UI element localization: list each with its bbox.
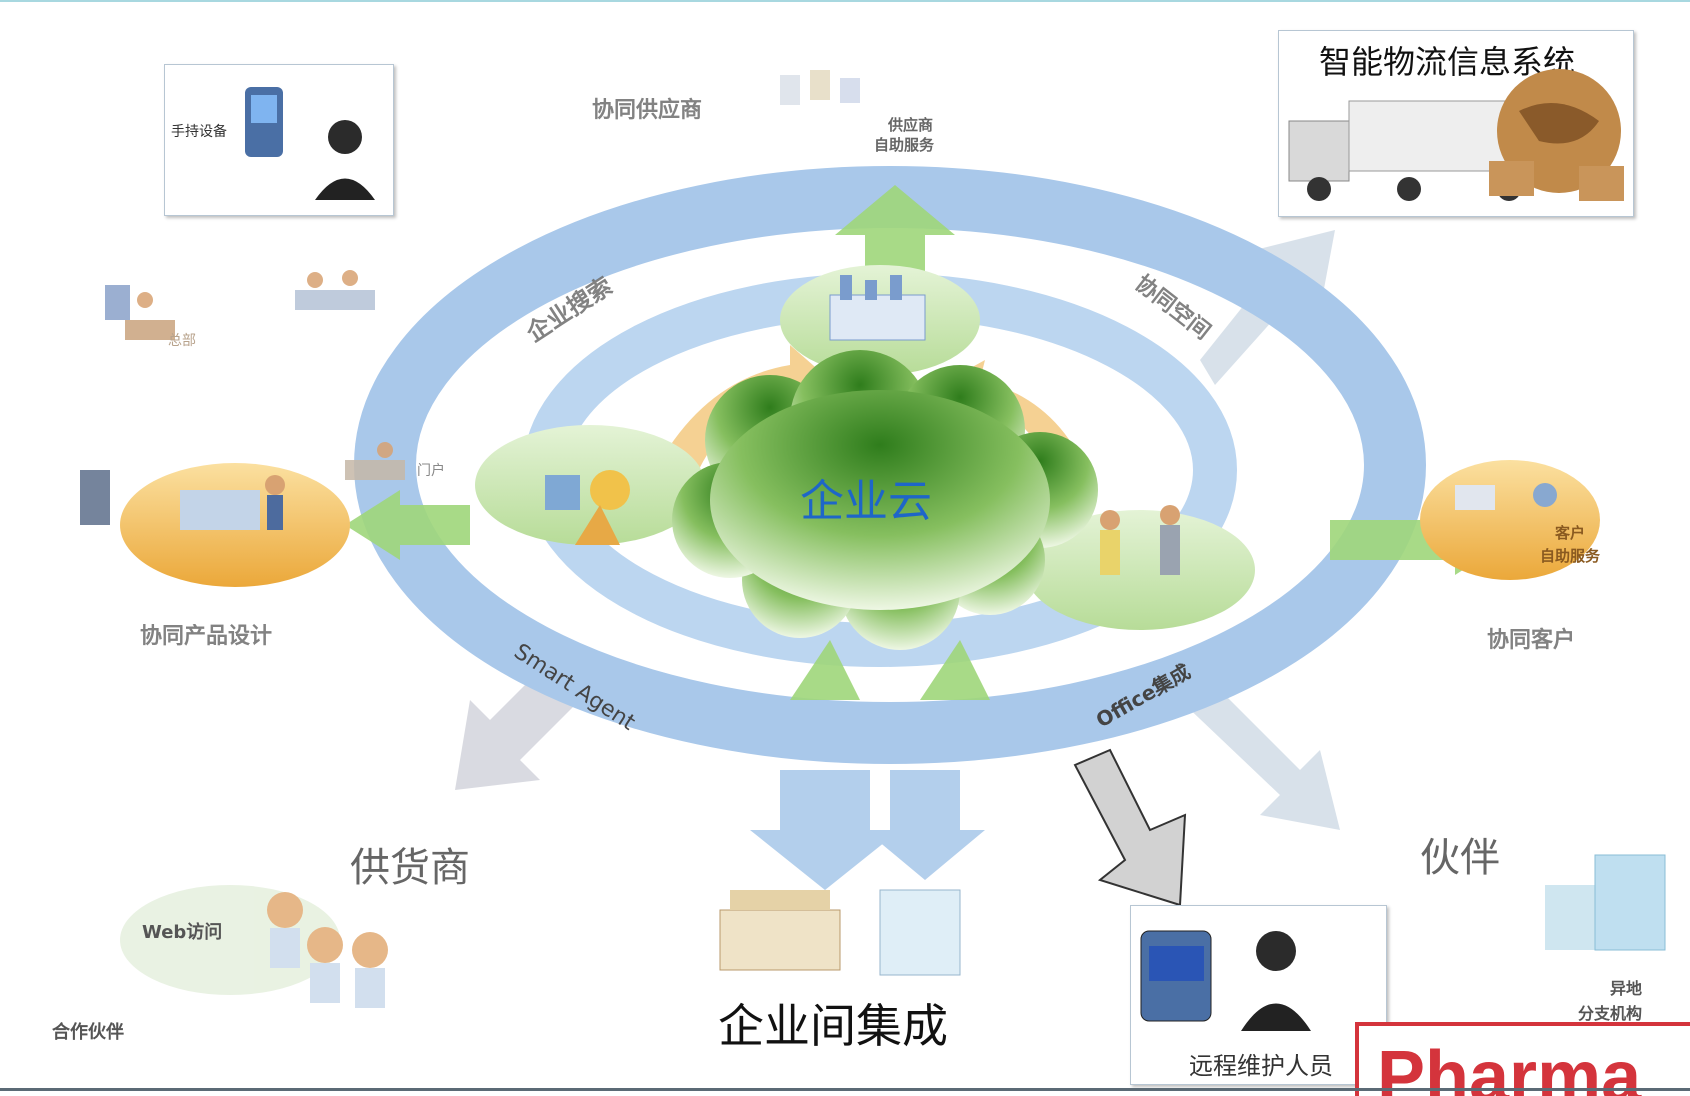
bottom-rule xyxy=(0,1088,1690,1091)
partner-label: 伙伴 xyxy=(1420,835,1500,881)
customer-icon xyxy=(1455,483,1557,510)
shapes-icon xyxy=(545,470,630,545)
logistics-title: 智能物流信息系统 xyxy=(1319,43,1576,81)
remote-staff-box: 远程维护人员 xyxy=(1130,905,1387,1085)
desk-icon-2 xyxy=(295,270,375,310)
supplier-self-service-line2: 自助服务 xyxy=(874,136,935,154)
office-people-icon xyxy=(1100,505,1180,575)
customer-self-service-line1: 客户 xyxy=(1555,524,1586,542)
handheld-label: 手持设备 xyxy=(171,124,227,140)
branch-line2: 分支机构 xyxy=(1578,1004,1643,1023)
server-icon xyxy=(1545,854,1666,951)
co-customer-label: 协同客户 xyxy=(1487,628,1576,653)
top-rule xyxy=(0,0,1690,2)
building-icon-bottom xyxy=(719,889,961,976)
bottom-arrows xyxy=(750,770,985,890)
desk-icon-3 xyxy=(345,442,405,480)
desk-icon-1 xyxy=(105,285,175,340)
person-icon xyxy=(315,120,375,200)
handheld-box: 手持设备 xyxy=(164,64,394,216)
person-icon xyxy=(1241,931,1311,1031)
node-left xyxy=(475,425,705,545)
handheld-device-icon xyxy=(245,87,283,157)
supplier-self-service-line1: 供应商 xyxy=(888,116,934,134)
handheld-icons xyxy=(780,70,860,105)
logistics-box: 智能物流信息系统 xyxy=(1278,30,1634,217)
b2b-integration-label: 企业间集成 xyxy=(718,999,948,1053)
web-users-icon xyxy=(120,885,388,1008)
pointer-arrow xyxy=(1073,748,1187,907)
small-label-b: 门户 xyxy=(417,463,445,479)
brand-text: Pharma xyxy=(1377,1037,1642,1096)
remote-staff-label: 远程维护人员 xyxy=(1189,1052,1333,1080)
people-group-icon xyxy=(80,470,285,530)
cloud-label: 企业云 xyxy=(800,476,932,527)
enterprise-cloud xyxy=(672,350,1098,650)
monitor-icon xyxy=(1140,930,1212,1022)
small-label-a: 总部 xyxy=(168,333,196,349)
customer-self-service-line2: 自助服务 xyxy=(1540,547,1601,565)
supplier-label: 供货商 xyxy=(350,845,470,891)
cosupplier-label: 协同供应商 xyxy=(592,98,703,123)
web-access-label: Web访问 xyxy=(142,922,223,943)
factory-icon xyxy=(829,275,926,341)
node-right xyxy=(1025,510,1255,630)
branch-line1: 异地 xyxy=(1610,979,1643,998)
co-design-label: 协同产品设计 xyxy=(140,624,273,649)
cooperation-partner-label: 合作伙伴 xyxy=(52,1022,124,1043)
brand-badge: Pharma xyxy=(1355,1022,1690,1096)
